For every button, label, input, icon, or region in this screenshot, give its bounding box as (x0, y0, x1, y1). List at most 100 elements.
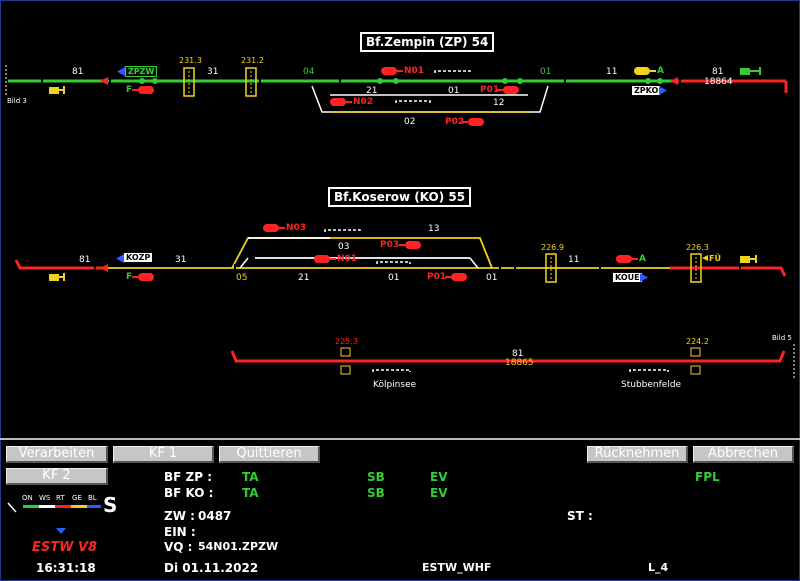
signal-label: P01 (480, 85, 500, 95)
station-name-koelpinsee: Kölpinsee (373, 380, 417, 390)
track-label: 21 (298, 273, 310, 283)
track-label: 02 (404, 117, 416, 127)
signal-k-p03[interactable] (399, 241, 421, 249)
km-label: 231.2 (241, 56, 264, 65)
date: Di 01.11.2022 (164, 561, 259, 575)
signal-label: N01 (337, 254, 358, 264)
signal-k-f[interactable] (132, 273, 154, 281)
quittieren-button[interactable]: Quittieren (219, 446, 320, 463)
signal-z-a[interactable] (634, 67, 656, 75)
km-label: 231.3 (179, 56, 202, 65)
track-label: 31 (207, 67, 219, 77)
track-label: 81 (712, 67, 724, 77)
signal-z-left-yellow[interactable] (49, 86, 65, 94)
signal-k-p01[interactable] (445, 273, 467, 281)
track-diagram (5, 65, 795, 378)
vq-label: VQ : (164, 540, 193, 554)
verarbeiten-button[interactable]: Verarbeiten (6, 446, 108, 463)
page-link-bild3[interactable]: Bild 3 (7, 97, 27, 105)
km-post-231-3 (183, 67, 195, 97)
signal-k-n03[interactable] (263, 224, 285, 232)
line-id: L_4 (648, 561, 669, 574)
ein-label: EIN : (164, 525, 196, 539)
signal-label: A (639, 254, 646, 264)
ruecknehmen-button[interactable]: Rücknehmen (587, 446, 688, 463)
route-tag-koue[interactable]: KOUE (613, 273, 642, 282)
train-number[interactable]: 18864 (704, 77, 733, 87)
signal-label: P01 (427, 272, 447, 282)
km-label: 225.3 (335, 337, 358, 346)
signal-label: N02 (353, 97, 374, 107)
legend-color-bar (7, 502, 101, 534)
zw-label: ZW : (164, 509, 195, 523)
direction-arrow-z-right (670, 77, 678, 85)
signal-z-right-green[interactable] (740, 67, 761, 75)
bf-ko-sb[interactable]: SB (367, 486, 385, 500)
track-label: 81 (79, 255, 91, 265)
direction-arrow-z-left (100, 77, 108, 85)
legend-ge: GE (72, 494, 82, 502)
bf-zp-sb[interactable]: SB (367, 470, 385, 484)
track-label: 81 (512, 349, 524, 359)
track-label: 13 (428, 224, 440, 234)
zw-value: 0487 (198, 509, 232, 523)
track-label: 81 (72, 67, 84, 77)
track-label: 01 (388, 273, 400, 283)
s-indicator: S (103, 493, 118, 517)
km-label: 224.2 (686, 337, 709, 346)
signal-label: N01 (404, 66, 425, 76)
abbrechen-button[interactable]: Abbrechen (693, 446, 794, 463)
route-tag-kozp[interactable]: KOZP (124, 253, 153, 262)
signal-label: N03 (286, 223, 307, 233)
legend-rt: RT (56, 494, 65, 502)
direction-arrow-k-left (100, 264, 108, 272)
system-name: ESTW_WHF (422, 561, 492, 574)
signal-label: A (657, 66, 664, 76)
route-tag-zpko[interactable]: ZPKO (632, 86, 661, 95)
legend-ws: WS (39, 494, 51, 502)
signal-z-n02[interactable] (330, 98, 352, 106)
bf-ko-ev[interactable]: EV (430, 486, 448, 500)
st-label: ST : (567, 509, 593, 523)
signal-k-n01[interactable] (314, 255, 336, 263)
track-label: 11 (568, 255, 580, 265)
track-k-left-red (14, 259, 105, 270)
signal-z-p01[interactable] (497, 86, 519, 94)
signal-z-p02[interactable] (462, 118, 484, 126)
bf-ko-ta[interactable]: TA (242, 486, 259, 500)
track-label: 01 (540, 67, 552, 77)
signal-k-right-yellow[interactable] (740, 255, 757, 263)
kf2-button[interactable]: KF 2 (6, 468, 108, 485)
clock: 16:31:18 (36, 561, 96, 575)
train-number[interactable]: 18865 (505, 358, 534, 368)
track-open-line-red (230, 350, 786, 363)
bf-zp-ta[interactable]: TA (242, 470, 259, 484)
fpl-indicator[interactable]: FPL (695, 470, 720, 484)
legend-on: ON (22, 494, 33, 502)
signal-k-a[interactable] (616, 255, 638, 263)
route-tag-zpzw[interactable]: ZPZW (125, 66, 158, 77)
track-k-right-red (670, 266, 787, 277)
vq-value: 54N01.ZPZW (198, 540, 279, 553)
km-post-225-3 (340, 347, 351, 357)
track-k-loop-upper (231, 237, 493, 269)
track-label: 01 (448, 86, 460, 96)
signal-z-n01[interactable] (381, 67, 403, 75)
signal-label: P03 (380, 240, 400, 250)
signal-z-f[interactable] (132, 86, 154, 94)
track-label: 21 (366, 86, 378, 96)
track-label: 31 (175, 255, 187, 265)
station-title-zempin[interactable]: Bf.Zempin (ZP) 54 (360, 32, 495, 52)
track-label: 11 (606, 67, 618, 77)
bf-zp-ev[interactable]: EV (430, 470, 448, 484)
signal-label: F (126, 272, 133, 282)
station-name-stubbenfelde: Stubbenfelde (621, 380, 682, 390)
bf-ko-label: BF KO : (164, 486, 214, 500)
signal-k-left-yellow[interactable] (49, 273, 65, 281)
page-link-bild5[interactable]: Bild 5 (772, 334, 792, 342)
kf1-button[interactable]: KF 1 (113, 446, 214, 463)
km-post-226-3 (690, 253, 702, 283)
track-label: 12 (493, 98, 505, 108)
signal-label: F (126, 85, 133, 95)
station-title-koserow[interactable]: Bf.Koserow (KO) 55 (328, 187, 472, 207)
